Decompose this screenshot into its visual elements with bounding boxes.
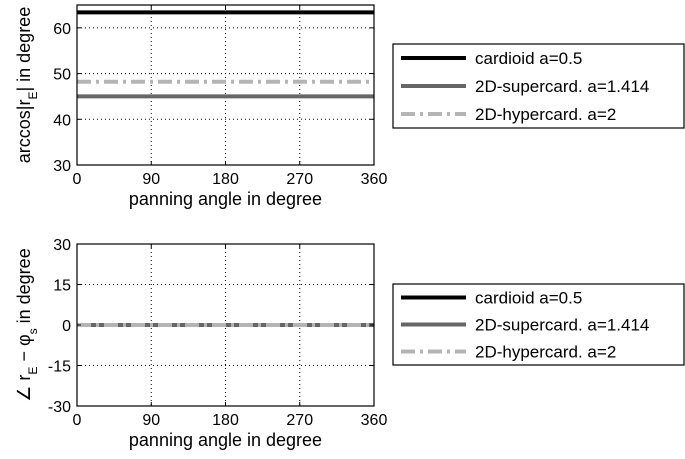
y-tick-label: 15 <box>53 278 71 295</box>
x-tick-label: 180 <box>212 171 239 188</box>
x-tick-label: 180 <box>212 412 239 429</box>
legend-label: cardioid a=0.5 <box>475 49 582 68</box>
y-axis-label: ∠ rE − φs in degree <box>14 248 40 401</box>
y-tick-label: 0 <box>62 318 71 335</box>
x-tick-label: 270 <box>286 171 313 188</box>
x-axis-label: panning angle in degree <box>129 430 322 450</box>
chart-1: 0 90 180 270 360 30 40 50 60 panning angle in deg… <box>14 4 685 209</box>
y-tick-label: 40 <box>53 112 71 129</box>
x-tick-label: 270 <box>286 412 313 429</box>
y-tick-label: 60 <box>53 21 71 38</box>
legend: cardioid a=0.5 2D-supercard. a=1.414 2D-hy… <box>392 43 685 129</box>
y-tick-label: 30 <box>53 237 71 254</box>
x-tick-label: 360 <box>361 171 388 188</box>
x-axis-label: panning angle in degree <box>129 189 322 209</box>
y-tick-label: 50 <box>53 67 71 84</box>
legend-label: 2D-supercard. a=1.414 <box>475 316 649 335</box>
x-tick-label: 0 <box>73 412 82 429</box>
chart-2: 0 90 180 270 360 -30 -15 0 15 30 panning angle in … <box>14 237 685 450</box>
x-tick-label: 360 <box>361 412 388 429</box>
legend-label: cardioid a=0.5 <box>475 289 582 308</box>
y-tick-label: 30 <box>53 158 71 175</box>
y-axis-label: arccos|rE| in degree <box>14 7 40 163</box>
y-tick-label: -30 <box>48 399 71 416</box>
x-tick-label: 90 <box>142 171 160 188</box>
y-tick-label: -15 <box>48 359 71 376</box>
legend-label: 2D-supercard. a=1.414 <box>475 77 649 96</box>
legend: cardioid a=0.5 2D-supercard. a=1.414 2D-hy… <box>392 283 685 366</box>
legend-label: 2D-hypercard. a=2 <box>475 343 616 362</box>
x-tick-label: 90 <box>142 412 160 429</box>
legend-label: 2D-hypercard. a=2 <box>475 105 616 124</box>
x-tick-label: 0 <box>73 171 82 188</box>
